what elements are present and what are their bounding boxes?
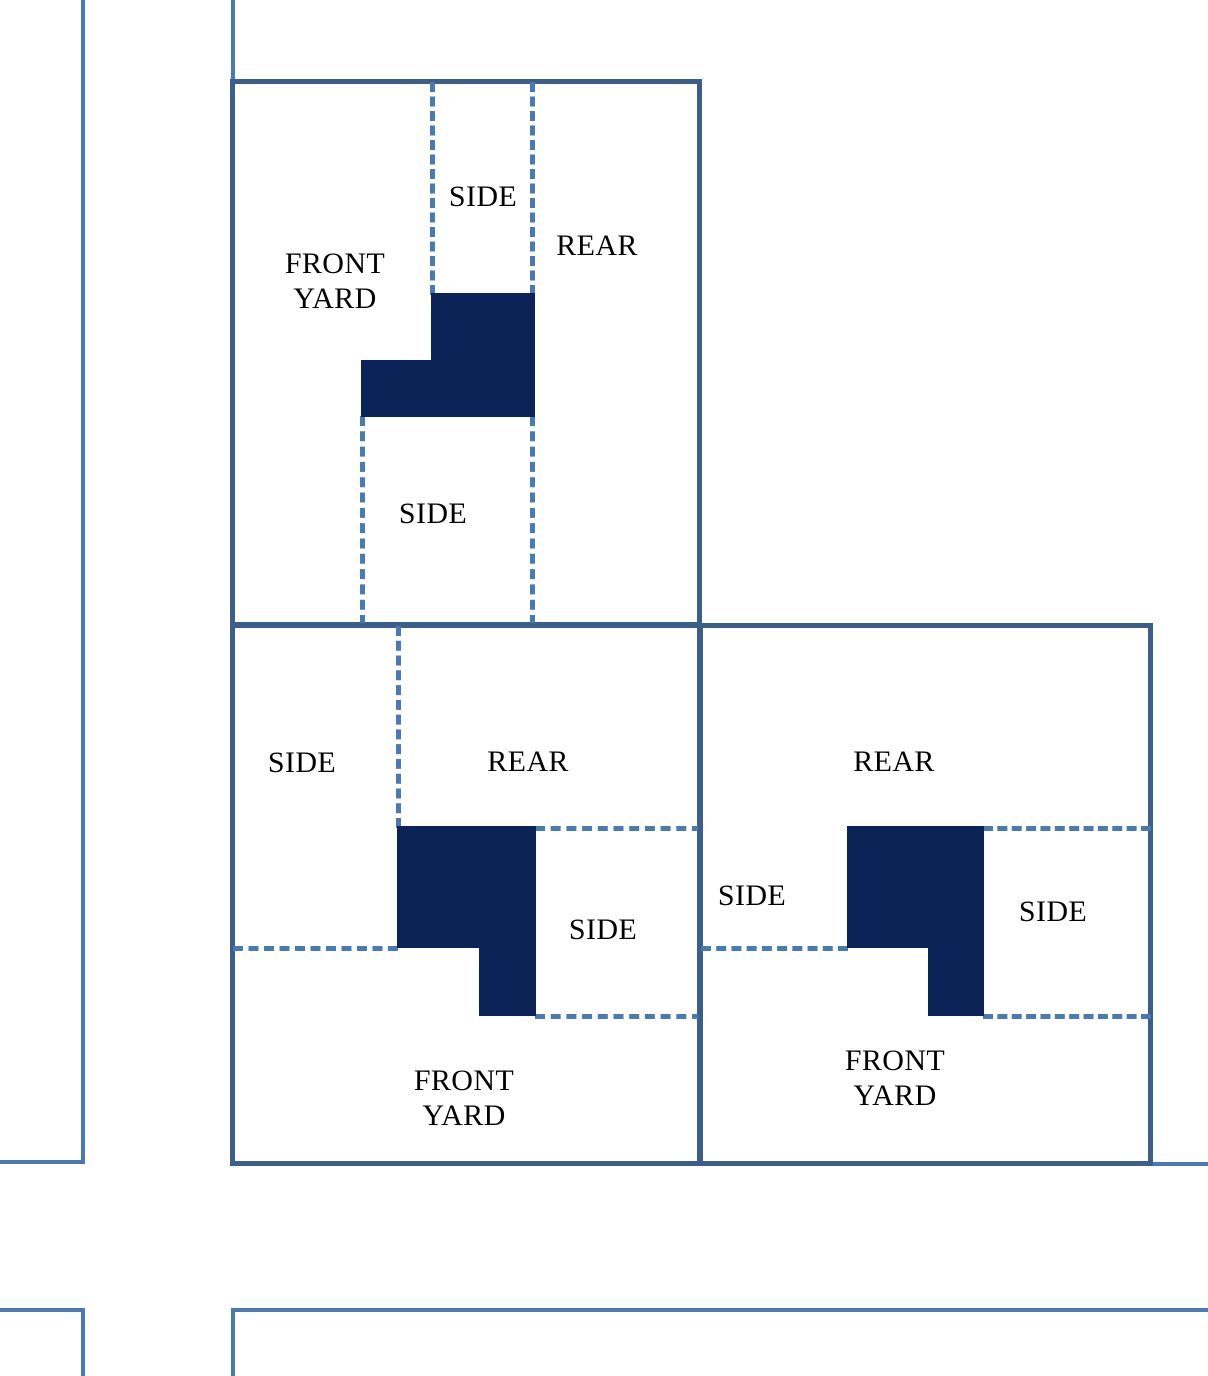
street-line-bottom-center-vertical [231, 1308, 235, 1376]
upper-lot-building-wing [361, 360, 436, 417]
lower-right-lot-setback-line-side-left [701, 946, 848, 951]
lower-left-lot-setback-line-vertical [396, 626, 401, 828]
lower-left-lot-setback-line-rear [535, 826, 702, 831]
lower-left-lot-building-main [397, 826, 536, 948]
lower-right-lot-setback-line-rear [983, 826, 1151, 831]
lower-left-lot-setback-line-front [535, 1014, 702, 1019]
upper-lot-side-label-bottom: SIDE [398, 497, 468, 530]
upper-lot-building-main [431, 293, 535, 417]
lower-left-lot-side-label-left: SIDE [267, 746, 337, 779]
lower-right-lot-side-label-left: SIDE [717, 879, 787, 912]
lower-right-lot-setback-line-front [983, 1014, 1151, 1019]
lower-right-lot-building-main [847, 826, 984, 948]
upper-lot-front-yard-label: FRONT YARD [284, 247, 386, 316]
street-line-bottom-center [231, 1308, 1208, 1312]
lower-left-lot-building-wing [479, 947, 536, 1016]
street-line-bottom-right [1150, 1162, 1208, 1166]
street-line-left-upper-bottom [0, 1160, 85, 1164]
street-line-bottom-left [0, 1308, 85, 1312]
lower-right-lot-building-wing [928, 947, 984, 1016]
lower-left-lot-side-label-right: SIDE [568, 913, 638, 946]
lower-left-lot-rear-label: REAR [487, 745, 569, 778]
street-line-bottom-left-vertical [81, 1308, 85, 1376]
upper-lot-rear-label: REAR [556, 229, 638, 262]
upper-lot-setback-line-left-upper [430, 82, 435, 295]
lower-right-lot-rear-label: REAR [853, 745, 935, 778]
lower-left-lot-setback-line-side-left [233, 946, 398, 951]
upper-lot-side-label-top: SIDE [448, 180, 518, 213]
upper-lot-setback-line-right-lower [530, 416, 535, 625]
lower-right-lot-boundary [698, 623, 1153, 1166]
lower-right-lot-front-yard-label: FRONT YARD [844, 1044, 946, 1113]
upper-lot-setback-line-right-upper [530, 82, 535, 295]
lower-left-lot-front-yard-label: FRONT YARD [413, 1064, 515, 1133]
street-line-left-upper [81, 0, 85, 1164]
street-line-upper-center [231, 0, 235, 82]
upper-lot-setback-line-left-lower [360, 416, 365, 625]
lower-right-lot-side-label-right: SIDE [1018, 895, 1088, 928]
